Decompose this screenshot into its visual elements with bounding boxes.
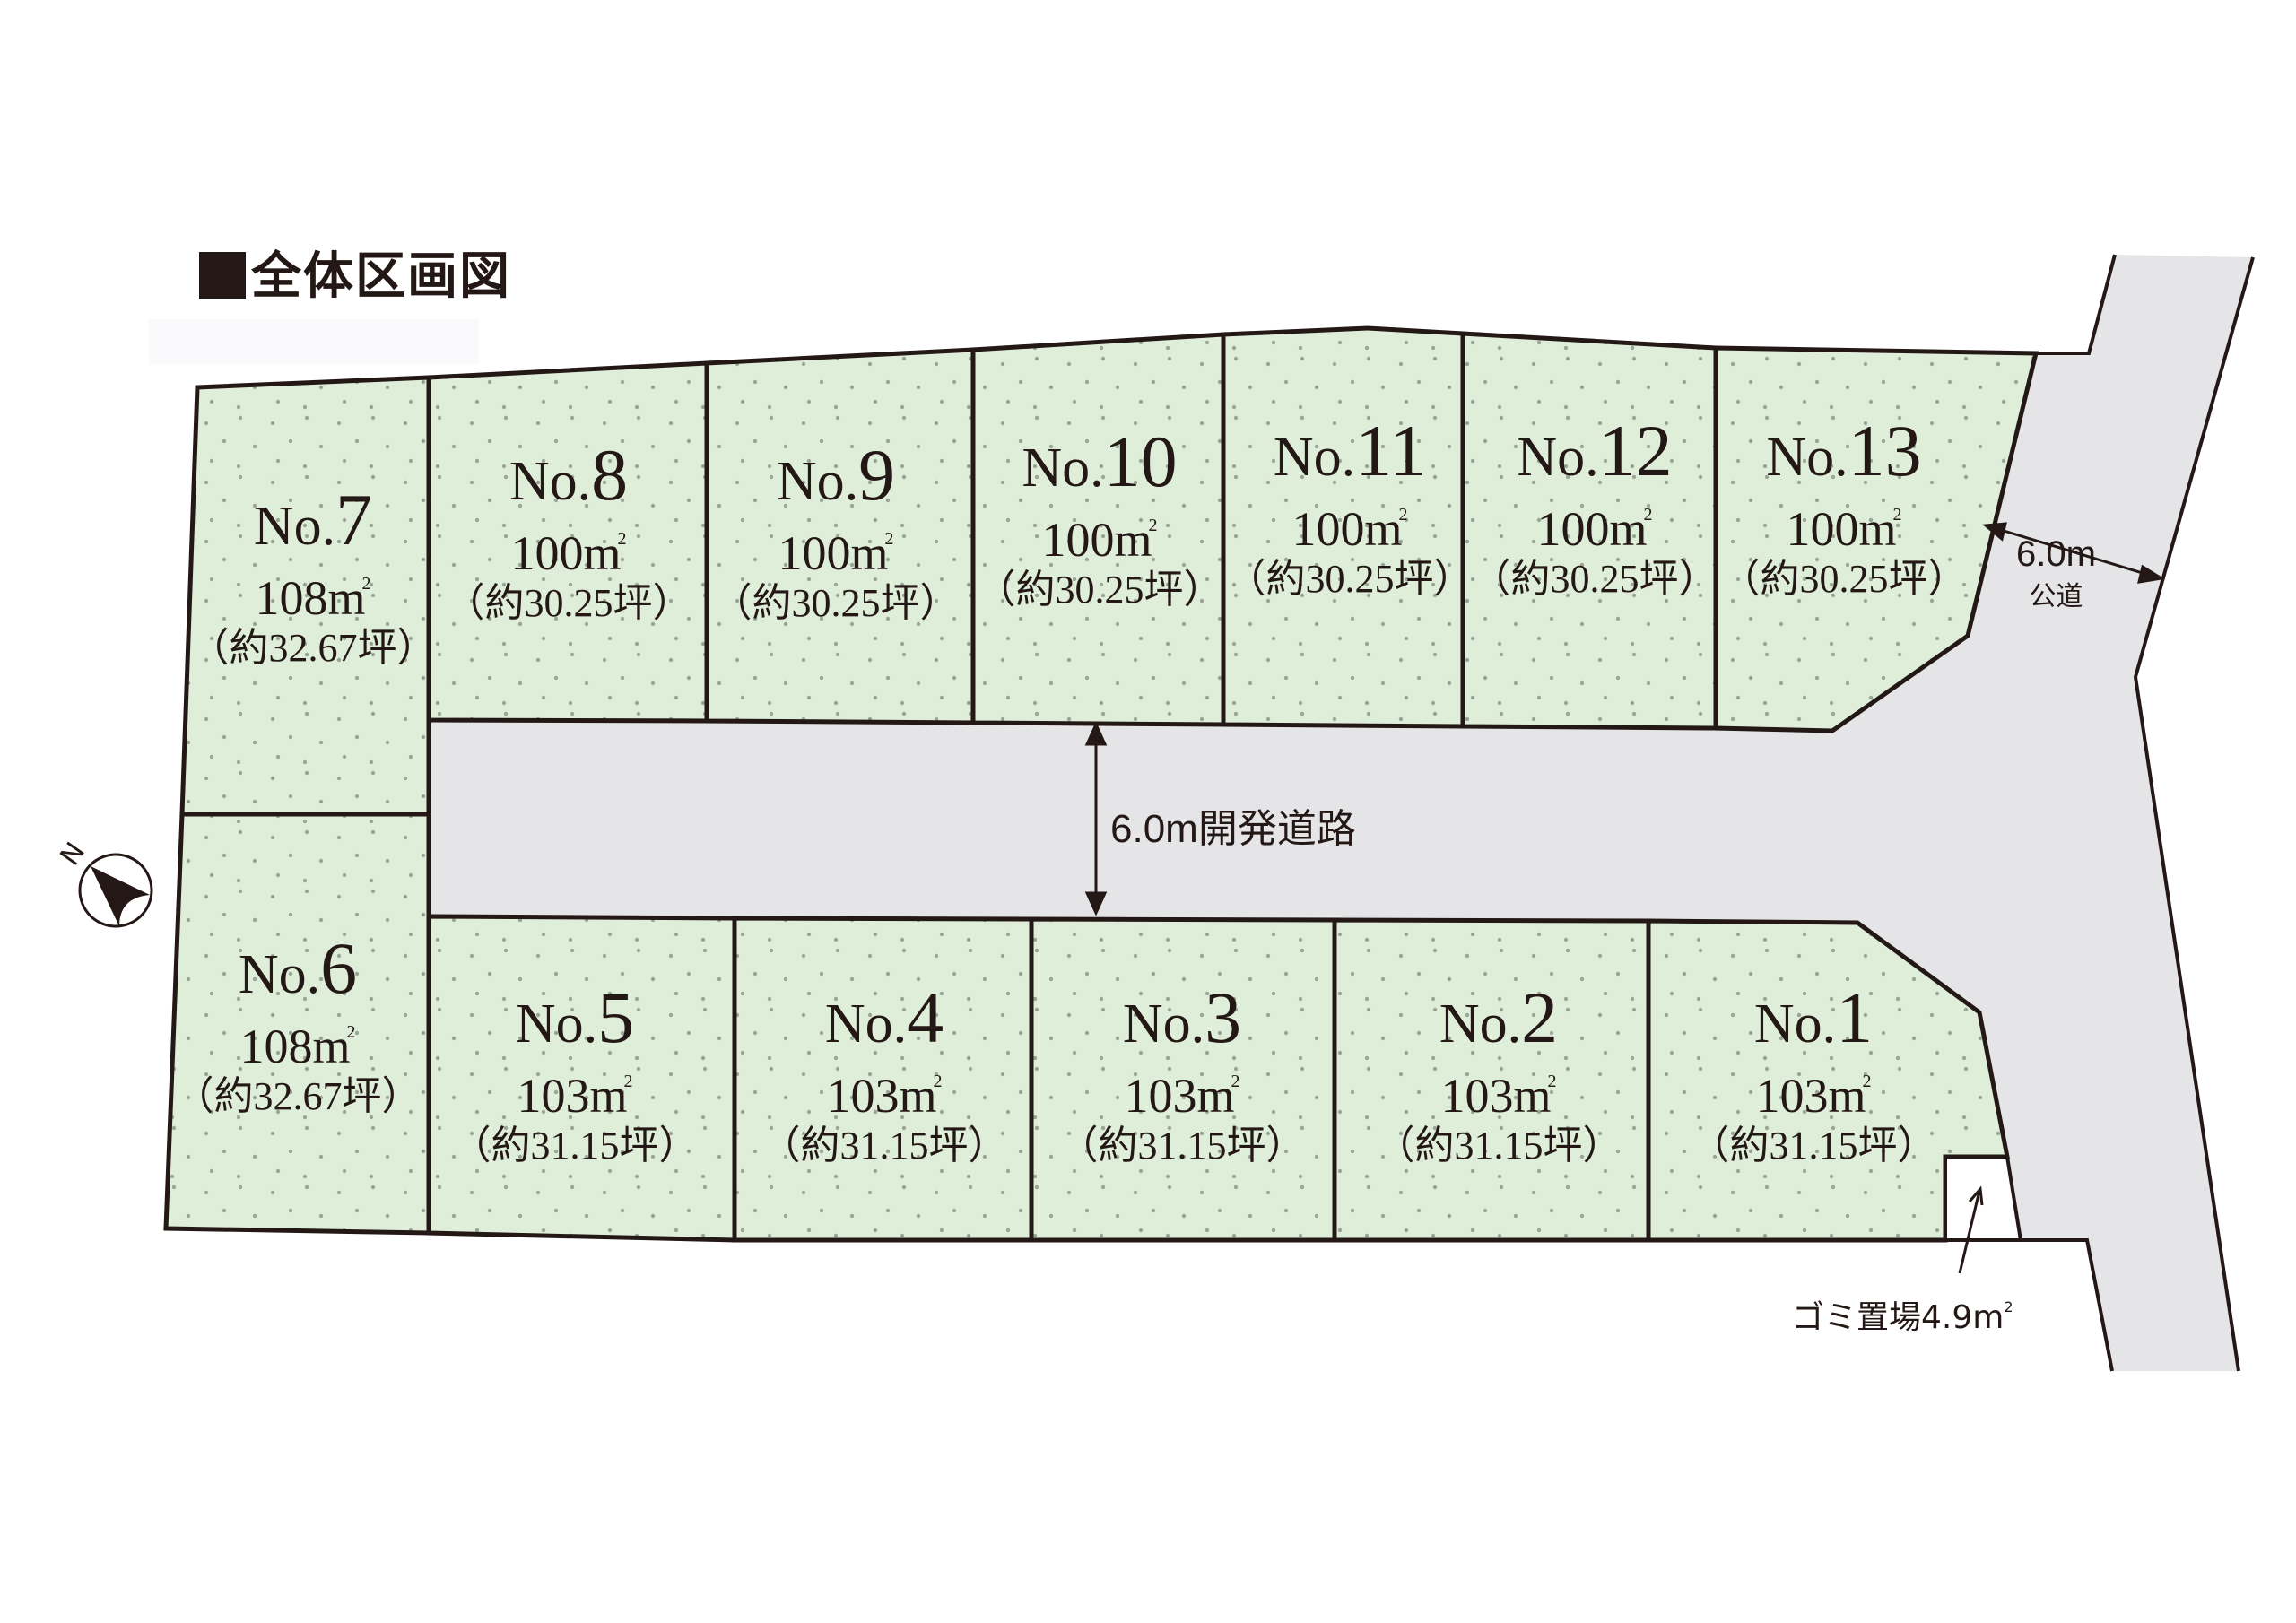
arrow-left-icon (1982, 522, 2007, 542)
lot-4-label: No.4 103m2 （約31.15坪） (761, 976, 1008, 1168)
public-road-width: 6.0m (2016, 534, 2096, 574)
lot-9-label: No.9 100m2 （約30.25坪） (712, 434, 960, 626)
compass (78, 853, 153, 928)
lot-10-label: No.10 100m2 （約30.25坪） (976, 421, 1223, 612)
arrow-up-icon (1084, 721, 1108, 746)
lot-7-label: No.7 108m2 （約32.67坪） (189, 479, 437, 671)
development-road (429, 720, 1857, 923)
road-right-edge (2133, 256, 2255, 1372)
page-title: 全体区画図 (199, 236, 511, 308)
public-road-dimension-line (1988, 525, 2158, 579)
lot-2-label: No.2 103m2 （約31.15坪） (1375, 976, 1622, 1168)
lot-13[interactable] (1713, 345, 2039, 733)
lot-8-label: No.8 100m2 （約30.25坪） (445, 434, 692, 626)
road-left-edge-bottom (2021, 1238, 2114, 1372)
public-road (1832, 255, 2253, 1371)
arrow-right-icon (2137, 564, 2166, 584)
public-road-label: 6.0m 公道 (2016, 533, 2096, 619)
lot-6-label: No.6 108m2 （約32.67坪） (174, 927, 422, 1119)
development-road-label: 6.0m開発道路 (1110, 807, 1356, 851)
lot-11-label: No.11 100m2 （約30.25坪） (1226, 410, 1474, 602)
lot-3-label: No.3 103m2 （約31.15坪） (1058, 976, 1306, 1168)
lot-13-label: No.13 100m2 （約30.25坪） (1720, 410, 1968, 602)
garbage-area (1944, 1155, 2023, 1242)
public-road-name: 公道 (2029, 581, 2083, 612)
page-title-text: 全体区画図 (251, 247, 511, 306)
garbage-leader-arrowhead-icon (1968, 1185, 1984, 1206)
subtitle-bar (149, 319, 479, 364)
lot-12-label: No.12 100m2 （約30.25坪） (1471, 410, 1718, 602)
arrow-down-icon (1084, 891, 1108, 916)
road-left-edge-top (2036, 254, 2117, 355)
garbage-area-label: ゴミ置場4.9m2 (1792, 1298, 2013, 1336)
lot-1-label: No.1 103m2 （約31.15坪） (1690, 976, 1937, 1168)
garbage-leader-line (1958, 1190, 1981, 1274)
lot-5-label: No.5 103m2 （約31.15坪） (451, 976, 699, 1168)
north-arrow-icon (91, 866, 150, 926)
square-bullet-icon (199, 252, 246, 299)
